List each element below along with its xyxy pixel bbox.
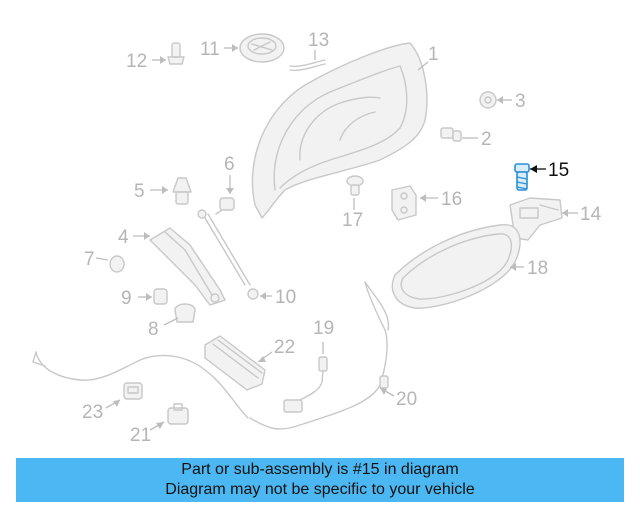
callout-6: 6 xyxy=(224,154,235,194)
callout-5: 5 xyxy=(134,181,168,202)
part-21-clip xyxy=(167,403,189,425)
part-5-clip xyxy=(172,177,192,205)
part-22-actuator xyxy=(204,335,266,391)
callout-1: 1 xyxy=(417,44,439,71)
callout-20: 20 xyxy=(379,387,417,410)
svg-text:6: 6 xyxy=(224,154,235,175)
part-10-strut xyxy=(197,209,259,300)
part-7-plug xyxy=(109,255,125,273)
parts-diagram: 1 2 3 4 5 xyxy=(32,30,602,446)
part-15-bolt xyxy=(514,163,530,191)
svg-text:10: 10 xyxy=(275,287,296,308)
part-2-bumper xyxy=(440,127,462,142)
part-16-bracket xyxy=(391,185,417,221)
part-1-decklid xyxy=(251,42,428,219)
caption-line-2: Diagram may not be specific to your vehi… xyxy=(165,481,475,498)
part-6-mount xyxy=(215,197,235,215)
callout-13: 13 xyxy=(308,30,329,60)
callout-18: 18 xyxy=(510,258,548,279)
svg-text:17: 17 xyxy=(342,210,363,231)
svg-text:22: 22 xyxy=(274,337,295,358)
callout-17: 17 xyxy=(342,198,363,231)
callout-8: 8 xyxy=(148,317,179,340)
part-13-rod xyxy=(289,59,326,72)
svg-text:8: 8 xyxy=(148,319,159,340)
part-19-sensor xyxy=(299,356,328,401)
callout-22: 22 xyxy=(257,337,295,363)
callout-21: 21 xyxy=(130,421,165,446)
part-8-bushing xyxy=(174,303,196,323)
callout-16: 16 xyxy=(420,189,462,210)
svg-text:1: 1 xyxy=(428,44,439,65)
callout-9: 9 xyxy=(121,288,152,309)
part-3-grommet xyxy=(479,91,497,109)
part-18-glass xyxy=(391,224,521,309)
svg-text:3: 3 xyxy=(515,91,526,112)
svg-text:14: 14 xyxy=(580,204,602,225)
callout-7: 7 xyxy=(84,249,109,270)
caption-line-1: Part or sub-assembly is #15 in diagram xyxy=(181,461,459,478)
connector-plug xyxy=(283,399,303,413)
part-23-connector xyxy=(123,382,143,400)
callout-11: 11 xyxy=(200,39,238,60)
info-banner: Part or sub-assembly is #15 in diagram D… xyxy=(16,458,624,502)
svg-text:19: 19 xyxy=(313,318,334,339)
part-9-pad xyxy=(153,288,168,305)
wiring-harness xyxy=(32,351,249,419)
part-11-motor xyxy=(239,33,285,63)
part-12-pin xyxy=(167,42,185,65)
callout-2: 2 xyxy=(462,129,492,150)
callout-23: 23 xyxy=(82,399,121,423)
svg-text:5: 5 xyxy=(134,181,145,202)
svg-text:9: 9 xyxy=(121,288,132,309)
callout-10: 10 xyxy=(260,287,296,308)
svg-text:4: 4 xyxy=(118,227,129,248)
svg-text:13: 13 xyxy=(308,30,329,51)
svg-text:21: 21 xyxy=(130,425,151,446)
svg-text:15: 15 xyxy=(548,160,569,181)
svg-text:11: 11 xyxy=(200,39,220,60)
callout-14: 14 xyxy=(562,204,602,225)
part-17-screw xyxy=(346,175,364,196)
part-4-hinge xyxy=(149,227,226,306)
part-20-cable xyxy=(249,281,390,430)
svg-text:16: 16 xyxy=(441,189,462,210)
svg-text:23: 23 xyxy=(82,402,103,423)
callout-19: 19 xyxy=(313,318,334,354)
svg-text:12: 12 xyxy=(126,51,147,72)
callout-15-highlighted: 15 xyxy=(530,160,569,181)
callout-12: 12 xyxy=(126,51,166,72)
svg-text:20: 20 xyxy=(396,389,417,410)
callout-4: 4 xyxy=(118,227,150,248)
svg-text:2: 2 xyxy=(481,129,492,150)
svg-text:7: 7 xyxy=(84,249,95,270)
svg-text:18: 18 xyxy=(527,258,548,279)
callout-3: 3 xyxy=(497,91,526,112)
